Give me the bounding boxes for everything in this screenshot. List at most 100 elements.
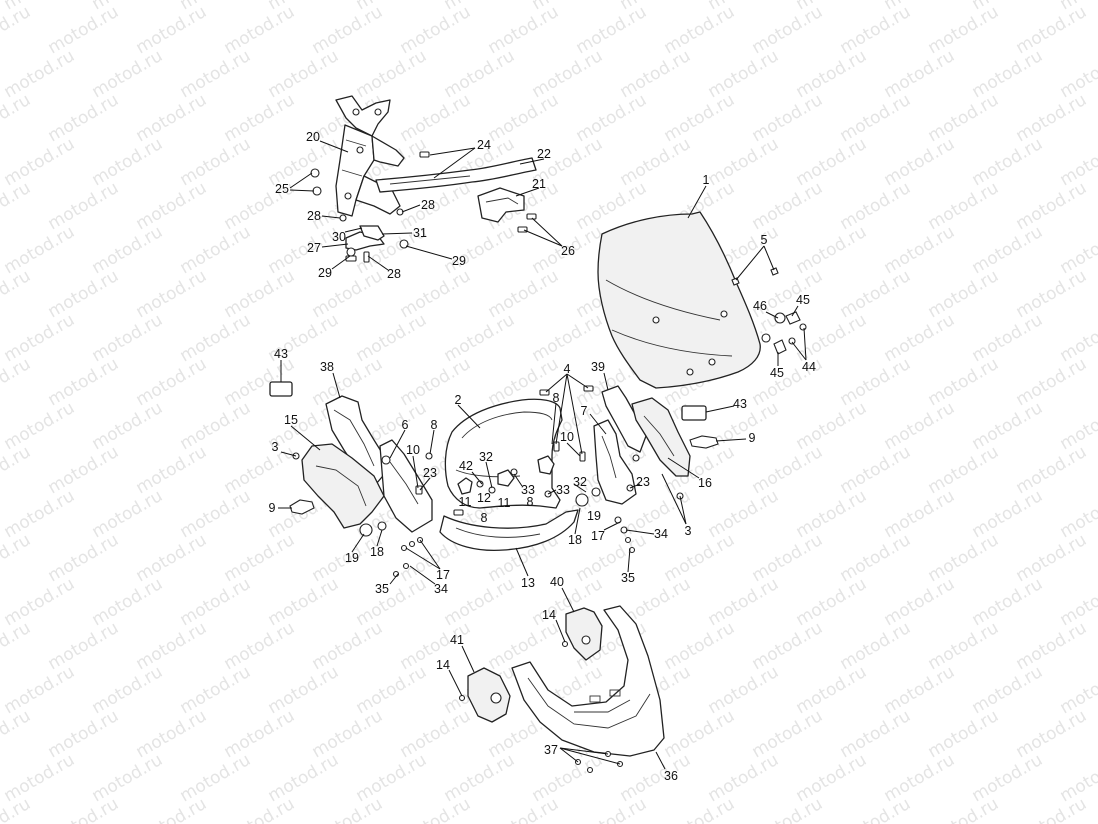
watermark-text: motod.ru	[1, 222, 79, 278]
callout-number: 41	[450, 633, 464, 647]
watermark-text: motod.ru	[749, 90, 827, 146]
callout-number: 37	[544, 743, 558, 757]
watermark-text: motod.ru	[837, 90, 915, 146]
watermark-text: motod.ru	[837, 442, 915, 498]
callout-number: 23	[636, 475, 650, 489]
watermark-text: motod.ru	[661, 794, 739, 824]
watermark-text: motod.ru	[837, 530, 915, 586]
watermark-text: motod.ru	[177, 398, 255, 454]
watermark-text: motod.ru	[837, 178, 915, 234]
watermark-text: motod.ru	[133, 706, 211, 762]
callout-number: 4	[564, 362, 571, 376]
watermark-text: motod.ru	[573, 90, 651, 146]
watermark-text: motod.ru	[89, 134, 167, 190]
watermark-text: motod.ru	[485, 794, 563, 824]
watermark-text: motod.ru	[705, 574, 783, 630]
watermark-text: motod.ru	[837, 2, 915, 58]
callout-number: 43	[274, 347, 288, 361]
watermark-text: motod.ru	[133, 2, 211, 58]
watermark-text: motod.ru	[397, 354, 475, 410]
watermark-text: motod.ru	[45, 618, 123, 674]
callout-number: 29	[318, 266, 332, 280]
callout-number: 34	[654, 527, 668, 541]
callout-number: 32	[479, 450, 493, 464]
watermark-text: motod.ru	[1, 662, 79, 718]
watermark-text: motod.ru	[925, 618, 1003, 674]
watermark-text: motod.ru	[969, 222, 1047, 278]
watermark-text: motod.ru	[881, 486, 959, 542]
watermark-text: motod.ru	[89, 750, 167, 806]
callout-number: 11	[498, 496, 511, 510]
callout-number: 6	[402, 418, 409, 432]
callout-number: 2	[455, 393, 462, 407]
watermark-text: motod.ru	[1013, 706, 1091, 762]
watermark-text: motod.ru	[221, 618, 299, 674]
watermark-text: motod.ru	[1013, 354, 1091, 410]
watermark-text: motod.ru	[221, 442, 299, 498]
watermark-text: motod.ru	[925, 442, 1003, 498]
watermark-text: motod.ru	[881, 134, 959, 190]
watermark-text: motod.ru	[0, 178, 34, 234]
watermark-text: motod.ru	[881, 398, 959, 454]
watermark-text: motod.ru	[925, 266, 1003, 322]
watermark-text: motod.ru	[969, 662, 1047, 718]
watermark-text: motod.ru	[573, 530, 651, 586]
watermark-text: motod.ru	[969, 486, 1047, 542]
callout-number: 19	[587, 509, 601, 523]
watermark-text: motod.ru	[969, 134, 1047, 190]
callout-number: 15	[284, 413, 298, 427]
watermark-text: motod.ru	[925, 90, 1003, 146]
leader-lines	[278, 140, 807, 770]
watermark-text: motod.ru	[45, 178, 123, 234]
watermark-text: motod.ru	[969, 398, 1047, 454]
watermark-text: motod.ru	[133, 530, 211, 586]
callout-number: 3	[685, 524, 692, 538]
callout-number: 35	[621, 571, 635, 585]
watermark-text: motod.ru	[749, 266, 827, 322]
watermark-text: motod.ru	[309, 794, 387, 824]
callout-number: 8	[431, 418, 438, 432]
callout-number: 25	[275, 182, 289, 196]
watermark-text: motod.ru	[309, 2, 387, 58]
callout-number: 19	[345, 551, 359, 565]
watermark-text: motod.ru	[397, 90, 475, 146]
watermark-text: motod.ru	[529, 310, 607, 366]
watermark-text: motod.ru	[925, 178, 1003, 234]
watermark-text: motod.ru	[661, 618, 739, 674]
right-fairing-assembly	[575, 385, 719, 554]
watermark-text: motod.ru	[1013, 794, 1091, 824]
watermark-text: motod.ru	[45, 2, 123, 58]
watermark-text: motod.ru	[1013, 2, 1091, 58]
watermark-text: motod.ru	[969, 46, 1047, 102]
watermark-text: motod.ru	[265, 662, 343, 718]
callout-number: 8	[553, 391, 560, 405]
callout-number: 22	[537, 147, 551, 161]
watermark-text: motod.ru	[705, 662, 783, 718]
callout-number: 44	[802, 360, 816, 374]
watermark-text: motod.ru	[793, 134, 871, 190]
callout-number: 18	[370, 545, 384, 559]
watermark-text: motod.ru	[1013, 618, 1091, 674]
watermark-text: motod.ru	[793, 750, 871, 806]
callout-number: 7	[581, 404, 588, 418]
watermark-text: motod.ru	[221, 90, 299, 146]
watermark-text: motod.ru	[0, 2, 34, 58]
watermark-text: motod.ru	[705, 46, 783, 102]
watermark-text: motod.ru	[353, 750, 431, 806]
watermark-text: motod.ru	[661, 706, 739, 762]
watermark-text: motod.ru	[1013, 442, 1091, 498]
watermark-text: motod.ru	[133, 178, 211, 234]
watermark-text: motod.ru	[45, 706, 123, 762]
watermark-text: motod.ru	[705, 486, 783, 542]
watermark-text: motod.ru	[133, 442, 211, 498]
watermark-text: motod.ru	[221, 530, 299, 586]
watermark-text: motod.ru	[749, 178, 827, 234]
watermark-text: motod.ru	[749, 442, 827, 498]
watermark-text: motod.ru	[881, 574, 959, 630]
watermark-text: motod.ru	[397, 706, 475, 762]
watermark-text: motod.ru	[529, 750, 607, 806]
watermark-text: motod.ru	[793, 46, 871, 102]
callout-number: 46	[753, 299, 767, 313]
watermark-text: motod.ru	[89, 310, 167, 366]
